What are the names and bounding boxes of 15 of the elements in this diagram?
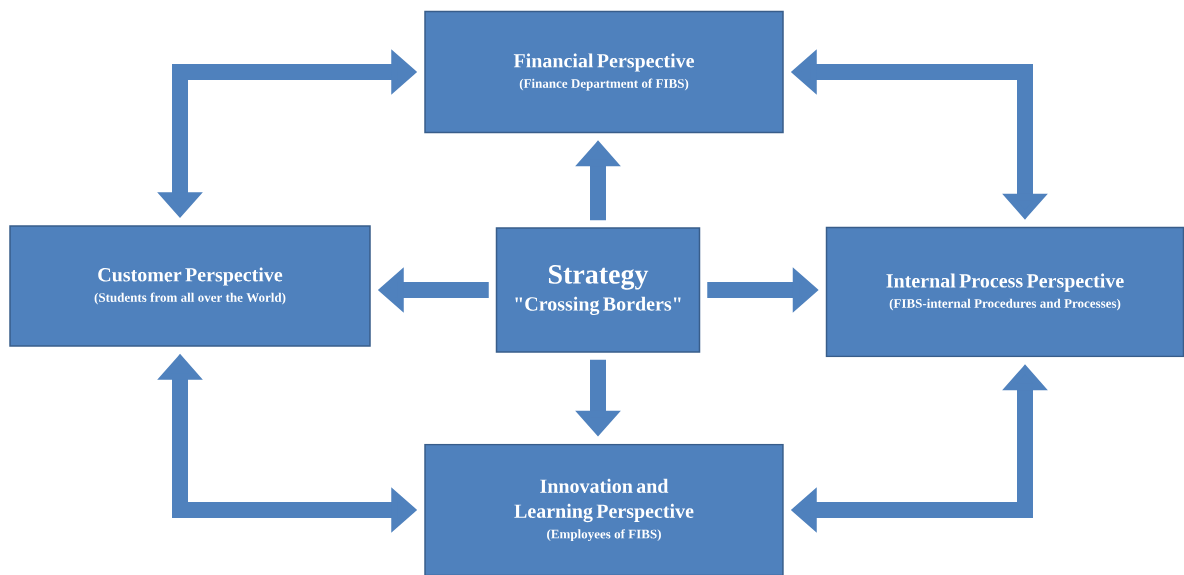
box-subtitle: (Students from all over the World) — [94, 292, 286, 305]
box-title: Financial Perspective — [513, 53, 695, 72]
box-subtitle: (Employees of FIBS) — [547, 529, 661, 542]
perspective-box — [825, 226, 1184, 358]
box-subtitle: (Finance Department of FIBS) — [519, 78, 689, 91]
box-title: Strategy — [548, 265, 649, 290]
perspective-box — [424, 443, 784, 575]
box-title: Internal Process Perspective — [886, 273, 1124, 292]
perspective-box — [9, 225, 371, 347]
box-title: Innovation and Learning Perspective — [514, 478, 694, 523]
perspective-box — [495, 227, 701, 353]
box-title: Customer Perspective — [98, 267, 283, 286]
perspective-box — [424, 10, 784, 134]
box-subtitle: (FIBS-internal Procedures and Processes) — [889, 298, 1121, 311]
box-subtitle: "Crossing Borders" — [515, 296, 681, 315]
